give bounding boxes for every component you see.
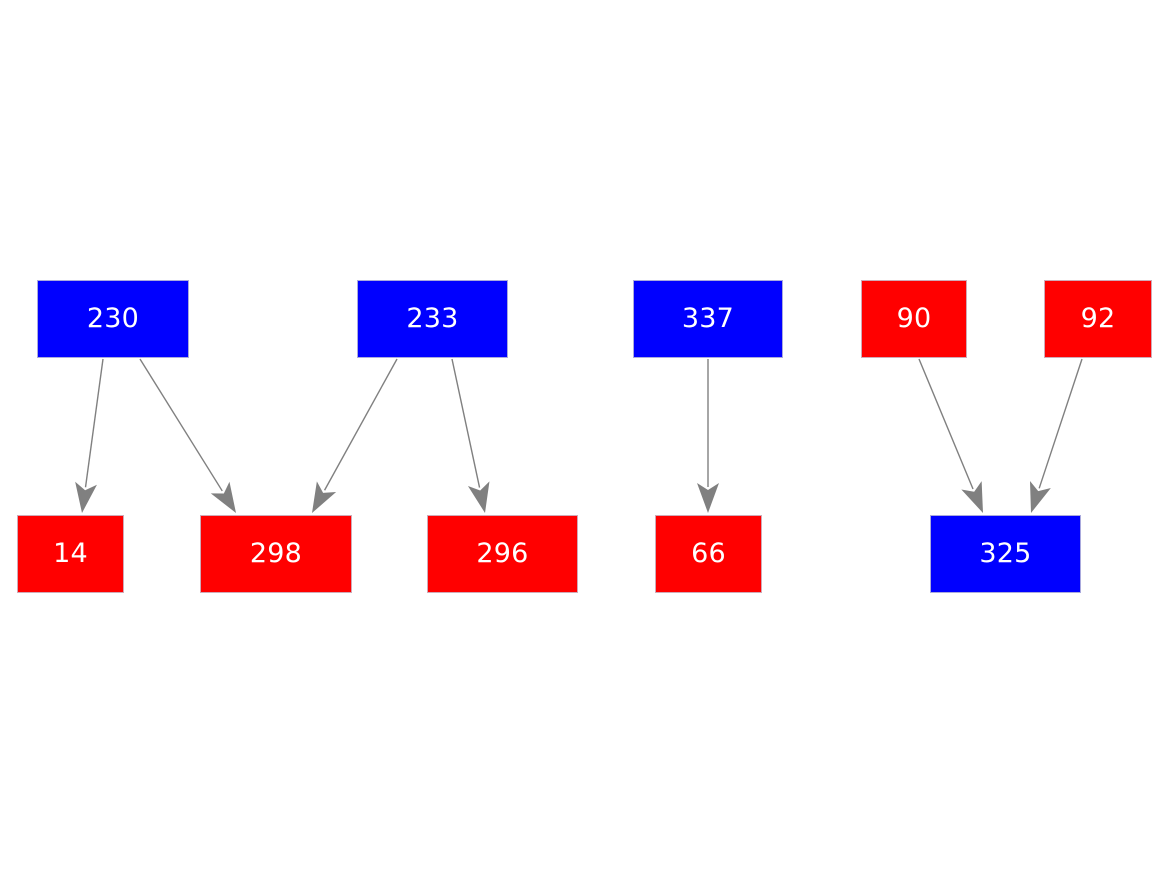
- graph-node-label: 66: [691, 537, 726, 569]
- edge-arrowhead-icon: [210, 481, 236, 513]
- edge-arrowhead-icon: [75, 481, 97, 513]
- graph-edge-233-to-296: [451, 358, 490, 513]
- graph-node-label: 233: [406, 302, 459, 334]
- graph-node-233[interactable]: 233: [357, 280, 508, 358]
- graph-node-230[interactable]: 230: [37, 280, 189, 358]
- edge-line: [1038, 358, 1083, 489]
- graph-node-label: 230: [86, 302, 140, 334]
- edge-line: [918, 358, 974, 490]
- graph-node-298[interactable]: 298: [200, 515, 352, 593]
- edge-line: [139, 358, 223, 492]
- graph-node-label: 296: [476, 537, 529, 569]
- graph-node-label: 298: [249, 537, 303, 569]
- edge-line: [451, 358, 481, 488]
- edge-arrowhead-icon: [1029, 481, 1051, 513]
- graph-node-296[interactable]: 296: [427, 515, 578, 593]
- graph-node-label: 90: [896, 302, 932, 334]
- graph-node-label: 325: [979, 537, 1032, 569]
- graph-edge-230-to-298: [139, 358, 236, 513]
- graph-node-label: 92: [1080, 302, 1116, 334]
- edge-arrowhead-icon: [961, 481, 983, 513]
- graph-edge-337-to-66: [697, 359, 719, 513]
- graph-edge-233-to-298: [312, 358, 398, 513]
- edge-arrowhead-icon: [312, 481, 337, 513]
- graph-node-label: 337: [681, 302, 735, 334]
- edge-line: [323, 358, 398, 491]
- edge-arrowhead-icon: [467, 481, 490, 513]
- graph-node-14[interactable]: 14: [17, 515, 124, 593]
- graph-edge-230-to-14: [75, 358, 104, 513]
- graph-edge-90-to-325: [918, 358, 983, 513]
- graph-node-92[interactable]: 92: [1044, 280, 1152, 358]
- graph-node-337[interactable]: 337: [633, 280, 783, 358]
- edge-line: [84, 358, 104, 488]
- graph-edge-92-to-325: [1029, 358, 1083, 513]
- graph-node-label: 14: [53, 537, 88, 569]
- graph-node-325[interactable]: 325: [930, 515, 1081, 593]
- edge-arrowhead-icon: [697, 483, 719, 513]
- graph-node-66[interactable]: 66: [655, 515, 762, 593]
- graph-node-90[interactable]: 90: [861, 280, 967, 358]
